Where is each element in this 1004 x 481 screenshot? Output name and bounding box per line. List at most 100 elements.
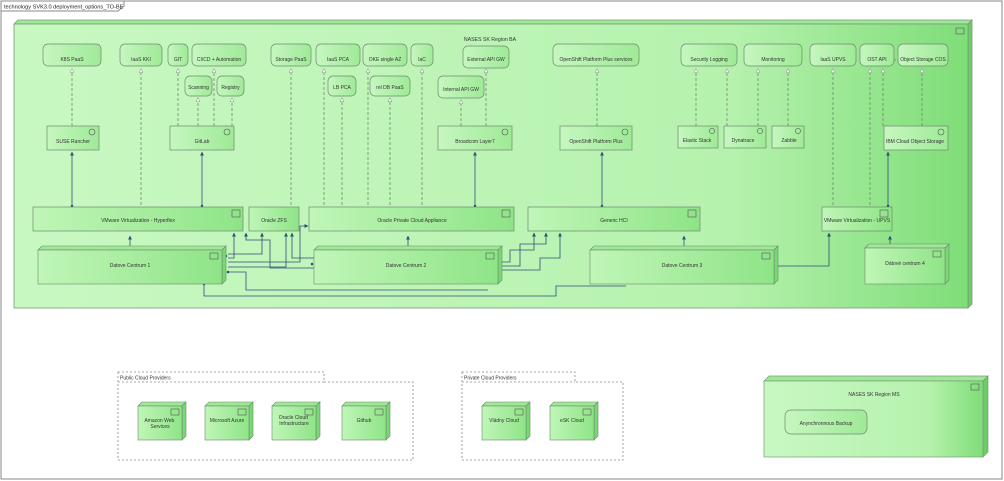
component-suse[interactable]: SUSE Rancher: [46, 125, 100, 151]
system-software-icon: [88, 128, 96, 136]
public-cloud-group[interactable]: Public Cloud Providers: [117, 371, 414, 461]
backup-service-label: Anynchronnous Backup: [800, 421, 853, 427]
cloud-provider-aws-label-line: Services: [150, 424, 170, 430]
node-icon: [970, 383, 980, 391]
cloud-provider-oci-label-line: Infrastructure: [279, 421, 309, 427]
service-scanning[interactable]: Scanning: [184, 75, 213, 97]
datacenter-3[interactable]: Datove Centrum 3: [589, 245, 779, 285]
service-ost-api-label: OST API: [867, 57, 886, 63]
cloud-provider-esk[interactable]: eSK Cloud: [549, 401, 599, 441]
datacenter-1[interactable]: Datove Centrum 1: [37, 245, 227, 285]
datacenter-1-label: Datove Centrum 1: [110, 263, 151, 269]
service-k8s[interactable]: K8S PaaS: [42, 43, 102, 67]
service-obj-cos-label: Object Storage COS: [900, 57, 946, 63]
component-dynatrace[interactable]: Dynatrace: [723, 125, 767, 149]
service-monitoring[interactable]: Monitoring: [743, 43, 803, 67]
datacenter-4[interactable]: Dátové centrum 4: [864, 243, 950, 285]
datacenter-2[interactable]: Datove Centrum 2: [313, 245, 503, 285]
service-iac[interactable]: IaC: [410, 43, 434, 67]
service-iaas-upvs-label: IaaS UPVS: [820, 57, 846, 63]
service-iac-label: IaC: [418, 57, 426, 63]
component-elastic[interactable]: Elastic Stack: [677, 125, 719, 149]
service-obj-cos[interactable]: Object Storage COS: [897, 43, 949, 67]
component-zabbix[interactable]: Zabble: [771, 125, 805, 149]
node-icon: [879, 209, 889, 218]
component-ibm-cos[interactable]: IBM Cloud Object Storage: [883, 125, 949, 151]
cloud-provider-aws[interactable]: Amazon Web Services: [137, 401, 187, 441]
system-software-icon: [501, 128, 509, 136]
node-icon: [955, 27, 965, 35]
component-openshift-label: OpenShift Platform Plus: [569, 139, 623, 145]
service-iaas-kvi[interactable]: IaaS KKI: [119, 43, 163, 67]
system-software-icon: [937, 128, 945, 136]
node-generic-hci-label: Generic HCI: [600, 218, 628, 224]
cloud-provider-aws-label-line: Amazon Web: [144, 418, 174, 424]
cloud-provider-github[interactable]: Github: [341, 401, 391, 441]
cloud-provider-oci[interactable]: Oracle Cloud Infrastructure: [271, 401, 321, 441]
private-cloud-title: Private Cloud Providers: [464, 376, 517, 382]
node-vmware-upvs-label: VMware Virtualization - UPVS: [824, 218, 891, 224]
service-rel-db[interactable]: rel DB PaaS: [369, 75, 411, 97]
cloud-provider-azure-label: Microsoft Azure: [210, 418, 245, 424]
service-oke[interactable]: OKE single AZ: [362, 43, 408, 67]
service-iaas-pca[interactable]: IaaS PCA: [315, 43, 361, 67]
service-registry-label: Registry: [221, 85, 240, 91]
service-ext-api[interactable]: External API GW: [462, 45, 510, 69]
service-storage-paas[interactable]: Storage PaaS: [270, 43, 312, 67]
node-oracle-pca[interactable]: Oracle Private Cloud Appliance: [308, 206, 515, 232]
service-scanning-label: Scanning: [188, 85, 209, 91]
node-vmware-hx[interactable]: VMware Virtualization - Hyperflex: [32, 206, 244, 232]
component-broadcom[interactable]: Broadcom Layer7: [437, 125, 513, 151]
service-openshift-svc[interactable]: OpenShift Platform Plus services: [552, 43, 640, 67]
node-oracle-zfs[interactable]: Oracle ZFS: [248, 206, 300, 232]
node-oracle-zfs-label: Oracle ZFS: [261, 218, 287, 224]
backup-service[interactable]: Anynchronnous Backup: [784, 409, 868, 435]
datacenter-2-label: Datove Centrum 2: [386, 263, 427, 269]
node-icon: [501, 209, 511, 218]
service-sec-log[interactable]: Security Logging: [680, 43, 738, 67]
component-gitlab-label: GitLab: [195, 139, 210, 145]
connectors: [72, 59, 922, 297]
node-generic-hci[interactable]: Generic HCI: [527, 206, 701, 232]
service-cicd[interactable]: CI/CD + Automation: [191, 43, 247, 67]
service-registry[interactable]: Registry: [216, 75, 245, 97]
service-git-label: GIT: [174, 57, 182, 63]
system-software-icon: [709, 128, 715, 134]
node-icon: [514, 408, 524, 416]
component-gitlab[interactable]: GitLab: [169, 125, 235, 151]
node-icon: [687, 209, 697, 218]
node-vmware-hx-label: VMware Virtualization - Hyperflex: [101, 218, 175, 224]
service-oke-label: OKE single AZ: [369, 57, 402, 63]
service-ext-api-label: External API GW: [467, 57, 505, 63]
service-int-api[interactable]: Internal API GW: [437, 75, 485, 99]
node-icon: [374, 408, 384, 416]
node-vmware-upvs[interactable]: VMware Virtualization - UPVS: [821, 206, 893, 232]
service-iaas-kvi-label: IaaS KKI: [131, 57, 151, 63]
service-monitoring-label: Monitoring: [761, 57, 785, 63]
region-ba-title: NASES SK Region BA: [464, 37, 517, 43]
component-openshift[interactable]: OpenShift Platform Plus: [559, 125, 633, 151]
cloud-provider-aws-label: Amazon Web Services: [144, 418, 175, 430]
frame-title-tab: [0, 0, 125, 12]
cloud-provider-vladny[interactable]: Vládny Cloud: [481, 401, 531, 441]
node-icon: [237, 408, 247, 416]
service-sec-log-label: Security Logging: [690, 57, 727, 63]
service-git[interactable]: GIT: [167, 43, 189, 67]
node-icon: [209, 252, 219, 260]
service-lb-pca[interactable]: LB PCA: [327, 75, 357, 97]
service-k8s-label: K8S PaaS: [60, 57, 84, 63]
component-ibm-cos-label: IBM Cloud Object Storage: [886, 139, 944, 145]
cloud-provider-github-label: Github: [357, 418, 372, 424]
cloud-provider-azure[interactable]: Microsoft Azure: [204, 401, 254, 441]
component-elastic-label: Elastic Stack: [683, 138, 712, 144]
public-cloud-title: Public Cloud Providers: [120, 376, 171, 382]
service-openshift-svc-label: OpenShift Platform Plus services: [559, 57, 633, 63]
datacenters: Datove Centrum 1 Datove Centrum 2 Datove…: [37, 243, 950, 285]
service-iaas-upvs[interactable]: IaaS UPVS: [809, 43, 857, 67]
service-ost-api[interactable]: OST API: [859, 43, 895, 67]
component-suse-label: SUSE Rancher: [56, 139, 90, 145]
region-ms[interactable]: NASES SK Region MS Anynchronnous Backup: [763, 375, 989, 458]
system-software-icon: [223, 128, 231, 136]
